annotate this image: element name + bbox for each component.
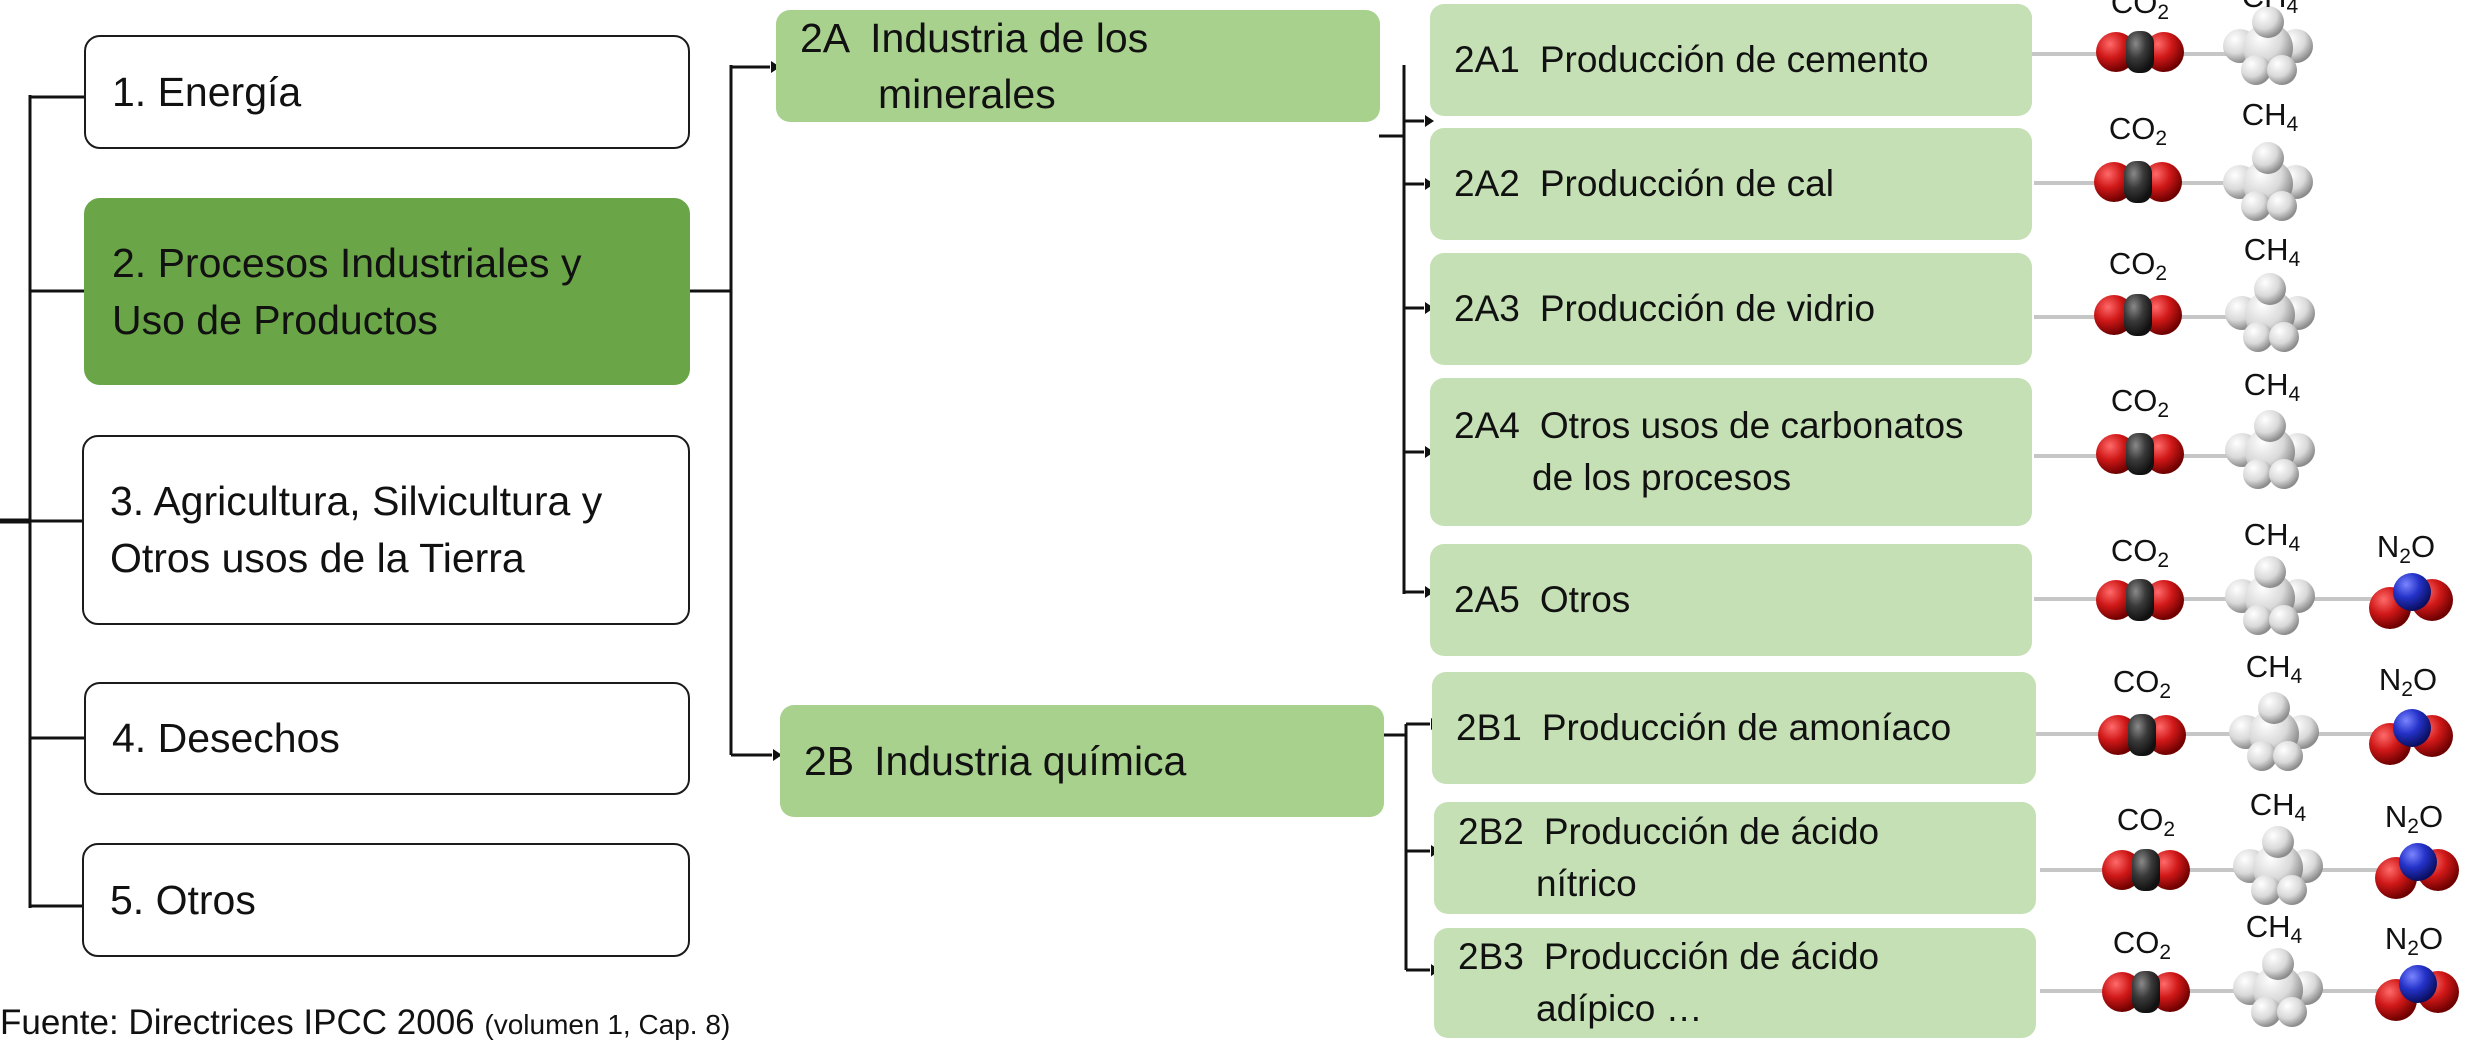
gas-label-ch4: CH4: [2245, 649, 2303, 689]
process-2a5: 2A5 Otros: [1430, 544, 2032, 656]
gas-label-ch4: CH4: [2242, 0, 2299, 18]
gas-label-n2o: N2O: [2378, 662, 2438, 702]
category-label: 5. Otros: [110, 876, 256, 923]
process-label-line2: de los procesos: [1532, 457, 1792, 498]
process-label: Producción de amoníaco: [1541, 707, 1952, 748]
gas-label-co2: CO2: [2110, 0, 2170, 24]
gas-label-ch4: CH4: [2249, 787, 2307, 827]
process-code: 2A2: [1454, 163, 1520, 204]
process-label: Producción de cal: [1539, 163, 1834, 204]
gas-label-ch4: CH4: [2243, 367, 2301, 407]
gas-label-co2: CO2: [2110, 533, 2170, 573]
gas-label-n2o: N2O: [2384, 799, 2444, 839]
category-label: 3. Agricultura, Silvicultura y Otros uso…: [110, 478, 603, 581]
process-label-line2: adípico …: [1536, 988, 1703, 1029]
subcategory-code: 2A: [800, 15, 851, 61]
ch4-molecule-icon: [2225, 273, 2315, 352]
gas-label-n2o: N2O: [2384, 921, 2444, 961]
gas-label-co2: CO2: [2110, 383, 2170, 423]
n2o-molecule-icon: [2369, 573, 2453, 629]
process-code: 2A4: [1454, 405, 1520, 446]
ch4-molecule-icon: [2225, 410, 2315, 489]
process-2b3: 2B3 Producción de ácido adípico …: [1434, 928, 2036, 1038]
gas-label-n2o: N2O: [2376, 529, 2436, 569]
gas-label-co2: CO2: [2108, 111, 2168, 151]
co2-molecule-icon: [2098, 714, 2186, 756]
category-desechos: 4. Desechos: [84, 682, 690, 795]
subcategory-label-line2: minerales: [878, 71, 1056, 117]
process-2b2: 2B2 Producción de ácido nítrico: [1434, 802, 2036, 914]
gas-label-co2: CO2: [2112, 925, 2172, 965]
co2-molecule-icon: [2094, 294, 2182, 336]
process-code: 2B2: [1458, 811, 1524, 852]
co2-molecule-icon: [2096, 579, 2184, 621]
category-label: 2. Procesos Industriales y Uso de Produc…: [112, 239, 582, 343]
process-label-line1: Producción de ácido: [1543, 811, 1880, 852]
subcategory-label-line1: Industria de los: [870, 15, 1149, 61]
co2-molecule-icon: [2094, 161, 2182, 203]
process-2a3: 2A3 Producción de vidrio: [1430, 253, 2032, 365]
n2o-molecule-icon: [2375, 965, 2459, 1021]
footer-note: (volumen 1, Cap. 8): [484, 1009, 731, 1040]
process-code: 2B3: [1458, 936, 1524, 977]
gas-label-ch4: CH4: [2243, 232, 2301, 272]
gas-label-co2: CO2: [2108, 246, 2168, 286]
subcategory-2a: 2A Industria de los minerales: [776, 10, 1380, 122]
process-code: 2B1: [1456, 707, 1522, 748]
co2-molecule-icon: [2096, 433, 2184, 475]
process-code: 2A5: [1454, 579, 1520, 620]
ch4-molecule-icon: [2223, 142, 2313, 221]
gas-label-co2: CO2: [2112, 664, 2172, 704]
process-label: Producción de vidrio: [1539, 288, 1876, 329]
process-label-line1: Otros usos de carbonatos: [1539, 405, 1964, 446]
ch4-molecule-icon: [2233, 826, 2323, 905]
ch4-molecule-icon: [2225, 556, 2315, 635]
process-label-line1: Producción de ácido: [1543, 936, 1880, 977]
subcategory-label: Industria química: [874, 738, 1187, 784]
source-footer: Fuente: Directrices IPCC 2006 (volumen 1…: [0, 998, 730, 1050]
category-label: 4. Desechos: [112, 715, 340, 761]
gas-label-ch4: CH4: [2241, 97, 2299, 137]
co2-molecule-icon: [2096, 31, 2184, 73]
gas-label-co2: CO2: [2116, 802, 2176, 842]
process-label: Producción de cemento: [1539, 39, 1929, 80]
n2o-molecule-icon: [2375, 843, 2459, 899]
process-2a2: 2A2 Producción de cal: [1430, 128, 2032, 240]
process-label-line2: nítrico: [1536, 863, 1637, 904]
category-label: 1. Energía: [112, 68, 302, 115]
gas-label-ch4: CH4: [2245, 909, 2303, 949]
subcategory-code: 2B: [804, 738, 855, 784]
process-2b1: 2B1 Producción de amoníaco: [1432, 672, 2036, 784]
ch4-molecule-icon: [2233, 948, 2323, 1027]
process-code: 2A1: [1454, 39, 1520, 80]
co2-molecule-icon: [2102, 971, 2190, 1013]
category-energia: 1. Energía: [84, 35, 690, 149]
process-label: Otros: [1539, 579, 1631, 620]
category-procesos-industriales: 2. Procesos Industriales y Uso de Produc…: [84, 198, 690, 385]
category-agricultura: 3. Agricultura, Silvicultura y Otros uso…: [82, 435, 690, 625]
co2-molecule-icon: [2102, 849, 2190, 891]
process-code: 2A3: [1454, 288, 1520, 329]
footer-source: Fuente: Directrices IPCC 2006: [0, 1003, 475, 1042]
process-2a4: 2A4 Otros usos de carbonatos de los proce…: [1430, 378, 2032, 526]
category-otros: 5. Otros: [82, 843, 690, 957]
process-2a1: 2A1 Producción de cemento: [1430, 4, 2032, 116]
n2o-molecule-icon: [2369, 709, 2453, 765]
ch4-molecule-icon: [2229, 692, 2319, 771]
subcategory-2b: 2B Industria química: [780, 705, 1384, 817]
gas-label-ch4: CH4: [2243, 517, 2301, 557]
